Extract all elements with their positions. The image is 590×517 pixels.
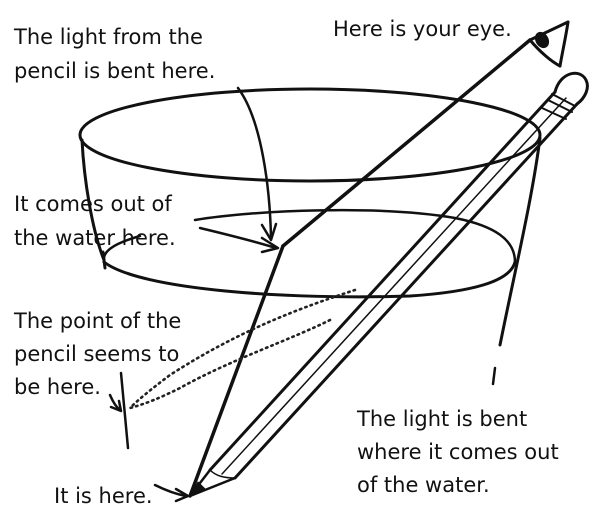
water-surface-front: [104, 262, 515, 297]
arrow-is-here: [155, 485, 186, 496]
label-explain-line2: where it comes out: [357, 440, 559, 464]
pencil-icon: [190, 73, 587, 496]
label-seems-line1: The point of the: [13, 309, 181, 333]
label-eye: Here is your eye.: [333, 17, 512, 41]
label-seems-line3: be here.: [14, 375, 101, 399]
light-ray-above-water: [283, 40, 530, 246]
label-actual: It is here.: [54, 484, 153, 508]
arrow-bent-here: [238, 88, 271, 238]
glass-right-wall-lower: [493, 368, 495, 384]
pencil-eraser: [555, 73, 587, 104]
label-comes-out-line1: It comes out of: [14, 192, 172, 216]
water-surface-back: [195, 210, 515, 262]
eye-icon: [530, 22, 568, 66]
label-comes-out-line2: the water here.: [14, 226, 176, 250]
glass-rim: [80, 89, 540, 181]
label-explain-line1: The light is bent: [356, 407, 527, 431]
label-bent-line1: The light from the: [13, 25, 203, 49]
label-explain-line3: of the water.: [357, 473, 490, 497]
pencil-band-2: [542, 108, 566, 119]
label-bent-line2: pencil is bent here.: [14, 59, 215, 83]
label-seems-line2: pencil seems to: [14, 342, 179, 366]
